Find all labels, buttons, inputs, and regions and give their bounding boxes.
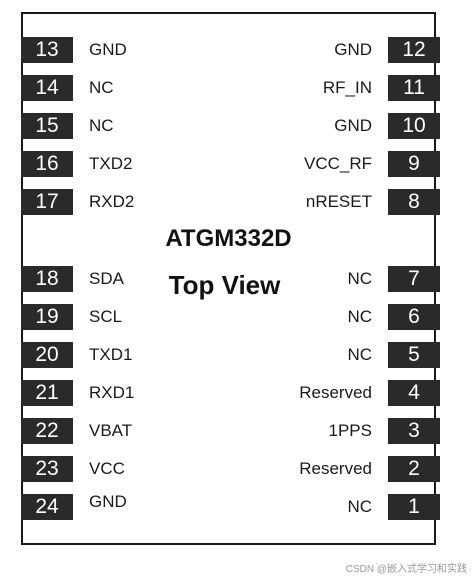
pin-label-4: Reserved <box>299 383 372 402</box>
pin-label-14: NC <box>89 78 114 97</box>
pin-label-16: TXD2 <box>89 154 133 173</box>
pin-number-21: 21 <box>21 380 73 406</box>
pin-label-11: RF_IN <box>322 78 372 97</box>
pin-label-15: NC <box>89 116 114 135</box>
pin-number-16: 16 <box>21 151 73 177</box>
pin-number-1: 1 <box>388 494 440 520</box>
pin-number-6: 6 <box>388 304 440 330</box>
pin-number-15: 15 <box>21 113 73 139</box>
pin-label-12: GND <box>334 40 372 59</box>
pin-label-13: GND <box>89 40 127 59</box>
pin-number-5: 5 <box>388 342 440 368</box>
pin-number-12: 12 <box>388 37 440 63</box>
pin-label-7: NC <box>347 269 372 288</box>
pin-label-6: NC <box>347 307 372 326</box>
pin-label-9: VCC_RF <box>303 154 372 173</box>
pin-label-21: RXD1 <box>89 383 135 402</box>
pin-label-18: SDA <box>89 269 124 288</box>
pin-number-10: 10 <box>388 113 440 139</box>
pin-number-2: 2 <box>388 456 440 482</box>
pin-number-14: 14 <box>21 75 73 101</box>
pin-number-22: 22 <box>21 418 73 444</box>
pin-number-13: 13 <box>21 37 73 63</box>
pin-label-17: RXD2 <box>89 192 135 211</box>
pin-label-22: VBAT <box>89 421 133 440</box>
pin-label-20: TXD1 <box>89 345 133 364</box>
view-label: Top View <box>168 270 281 300</box>
pin-label-24: GND <box>89 492 127 511</box>
pin-number-7: 7 <box>388 266 440 292</box>
pin-number-4: 4 <box>388 380 440 406</box>
pin-label-10: GND <box>334 116 372 135</box>
pin-number-19: 19 <box>21 304 73 330</box>
pin-label-8: nRESET <box>305 192 372 211</box>
pin-number-24: 24 <box>21 494 73 520</box>
watermark: CSDN @嵌入式学习和实践 <box>345 564 467 575</box>
pin-label-3: 1PPS <box>328 421 372 440</box>
pin-number-17: 17 <box>21 189 73 215</box>
pin-number-18: 18 <box>21 266 73 292</box>
pin-label-19: SCL <box>89 307 123 326</box>
pin-number-3: 3 <box>388 418 440 444</box>
pin-number-8: 8 <box>388 189 440 215</box>
pin-number-9: 9 <box>388 151 440 177</box>
pin-label-23: VCC <box>89 459 125 478</box>
pin-label-1: NC <box>347 497 372 516</box>
pin-number-11: 11 <box>388 75 440 101</box>
chip-outline <box>21 12 436 545</box>
pin-number-23: 23 <box>21 456 73 482</box>
pin-label-2: Reserved <box>299 459 372 478</box>
pin-label-5: NC <box>347 345 372 364</box>
part-number: ATGM332D <box>165 225 292 252</box>
pin-number-20: 20 <box>21 342 73 368</box>
